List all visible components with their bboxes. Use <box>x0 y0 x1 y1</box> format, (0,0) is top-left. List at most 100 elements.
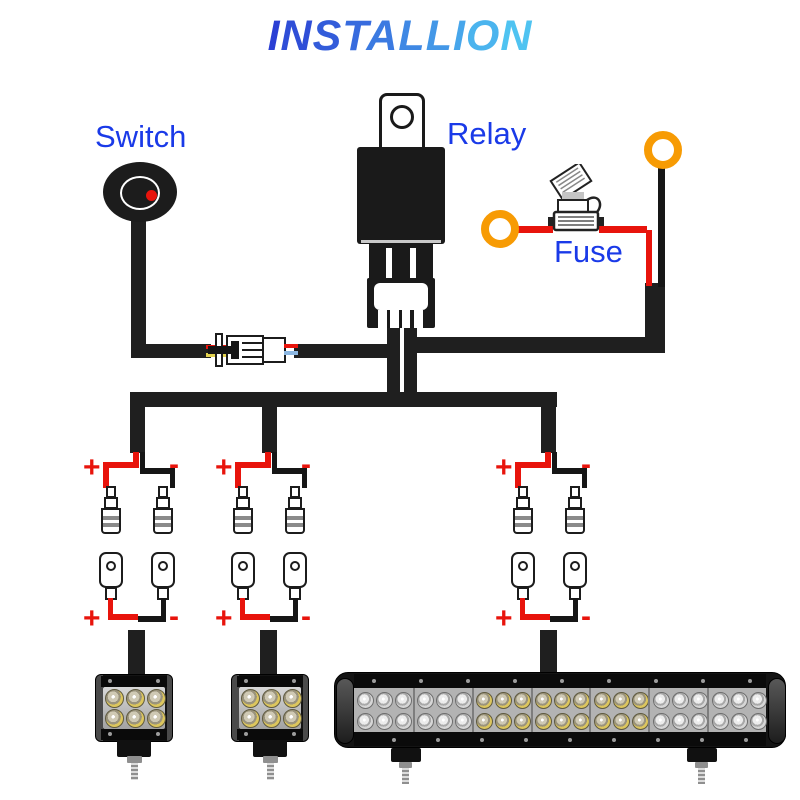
led <box>749 691 767 709</box>
screw-icon <box>156 732 160 736</box>
led <box>436 712 454 730</box>
led <box>240 688 260 708</box>
minus-label: - <box>581 448 591 481</box>
screw-icon <box>748 679 752 683</box>
wire-relay-left-pin <box>387 326 400 396</box>
wire-black <box>272 468 307 474</box>
led <box>593 691 611 709</box>
wire-red <box>108 598 113 618</box>
bar-bottom-bar <box>354 732 766 746</box>
led <box>436 691 454 709</box>
lens-section <box>707 688 767 732</box>
connector-line <box>242 342 262 344</box>
led <box>417 691 435 709</box>
bar-end-cap <box>768 678 786 744</box>
pod-bottom-bar <box>101 729 167 740</box>
wire-red <box>265 452 271 468</box>
wire-black <box>138 616 166 622</box>
led <box>146 709 166 728</box>
led <box>730 691 748 709</box>
lens-section <box>530 688 591 732</box>
wire-black <box>550 616 578 622</box>
led-light-bar <box>334 672 786 787</box>
connector-plug <box>262 337 286 363</box>
wire-red-ring-to-fuse <box>517 226 553 233</box>
bullet-terminal-icon <box>565 486 585 534</box>
wire-heatshrink <box>260 630 277 677</box>
mounting-bracket <box>117 740 151 757</box>
screw-icon <box>392 738 396 742</box>
bullet-terminal-icon <box>513 486 533 534</box>
wire-relay-to-fuse <box>415 337 648 353</box>
ring-terminal-icon <box>481 210 519 248</box>
screw-icon <box>466 679 470 683</box>
screw-icon <box>560 679 564 683</box>
wire-black <box>582 468 587 488</box>
bar-lens <box>354 688 767 732</box>
led <box>455 691 473 709</box>
mounting-bracket <box>253 740 287 757</box>
led <box>749 712 767 730</box>
led <box>375 712 393 730</box>
screw-icon <box>292 679 296 683</box>
led <box>612 712 630 730</box>
wire-red-corner-down <box>646 230 652 286</box>
spade-terminal-icon <box>231 552 255 600</box>
lens-section <box>471 688 532 732</box>
wire-black <box>573 598 578 622</box>
spade-terminal-icon <box>151 552 175 600</box>
led <box>652 691 670 709</box>
relay-label: Relay <box>447 116 527 151</box>
switch-rocker <box>120 176 160 210</box>
led <box>554 712 572 730</box>
relay-lower-block <box>369 243 433 281</box>
pod-top-bar <box>101 676 167 687</box>
relay-socket-face <box>374 283 428 310</box>
switch-indicator-dot <box>146 190 157 201</box>
bolt-icon <box>402 768 409 784</box>
screw-icon <box>419 679 423 683</box>
lens-section <box>412 688 473 732</box>
spade-terminal-icon <box>511 552 535 600</box>
screw-icon <box>156 679 160 683</box>
wire-red <box>545 452 551 468</box>
led <box>612 691 630 709</box>
bar-end-cap <box>336 678 354 744</box>
led <box>125 709 145 728</box>
screw-icon <box>612 738 616 742</box>
connector-latch-tab <box>231 341 239 359</box>
wire-red <box>240 614 270 620</box>
screw-icon <box>108 732 112 736</box>
wire-switch-drop <box>131 216 146 348</box>
connector-line <box>242 356 262 358</box>
wire-fuse-drop <box>645 283 665 353</box>
plus-label: + <box>83 451 101 484</box>
connector-line <box>242 349 262 351</box>
screw-icon <box>744 738 748 742</box>
led <box>690 712 708 730</box>
relay-body-seam <box>361 240 441 243</box>
screw-icon <box>436 738 440 742</box>
wire-black <box>170 468 175 488</box>
minus-label: - <box>581 600 591 633</box>
pod-bottom-bar <box>237 729 303 740</box>
wire-red <box>515 462 521 488</box>
wire-red <box>103 462 109 488</box>
pod-lens <box>103 687 166 729</box>
led <box>671 691 689 709</box>
screw-icon <box>372 679 376 683</box>
lens-section <box>648 688 708 732</box>
wire-black <box>140 452 145 474</box>
ring-terminal-icon <box>644 131 682 169</box>
wire-red <box>235 462 271 468</box>
screw-icon <box>524 738 528 742</box>
plus-label: + <box>495 451 513 484</box>
minus-label: - <box>169 600 179 633</box>
lens-section <box>589 688 649 732</box>
connector-wire-blue <box>284 351 298 355</box>
wire-black-ring-down <box>658 167 665 287</box>
led <box>375 691 393 709</box>
led <box>514 691 532 709</box>
fuse-holder-icon <box>548 164 604 232</box>
